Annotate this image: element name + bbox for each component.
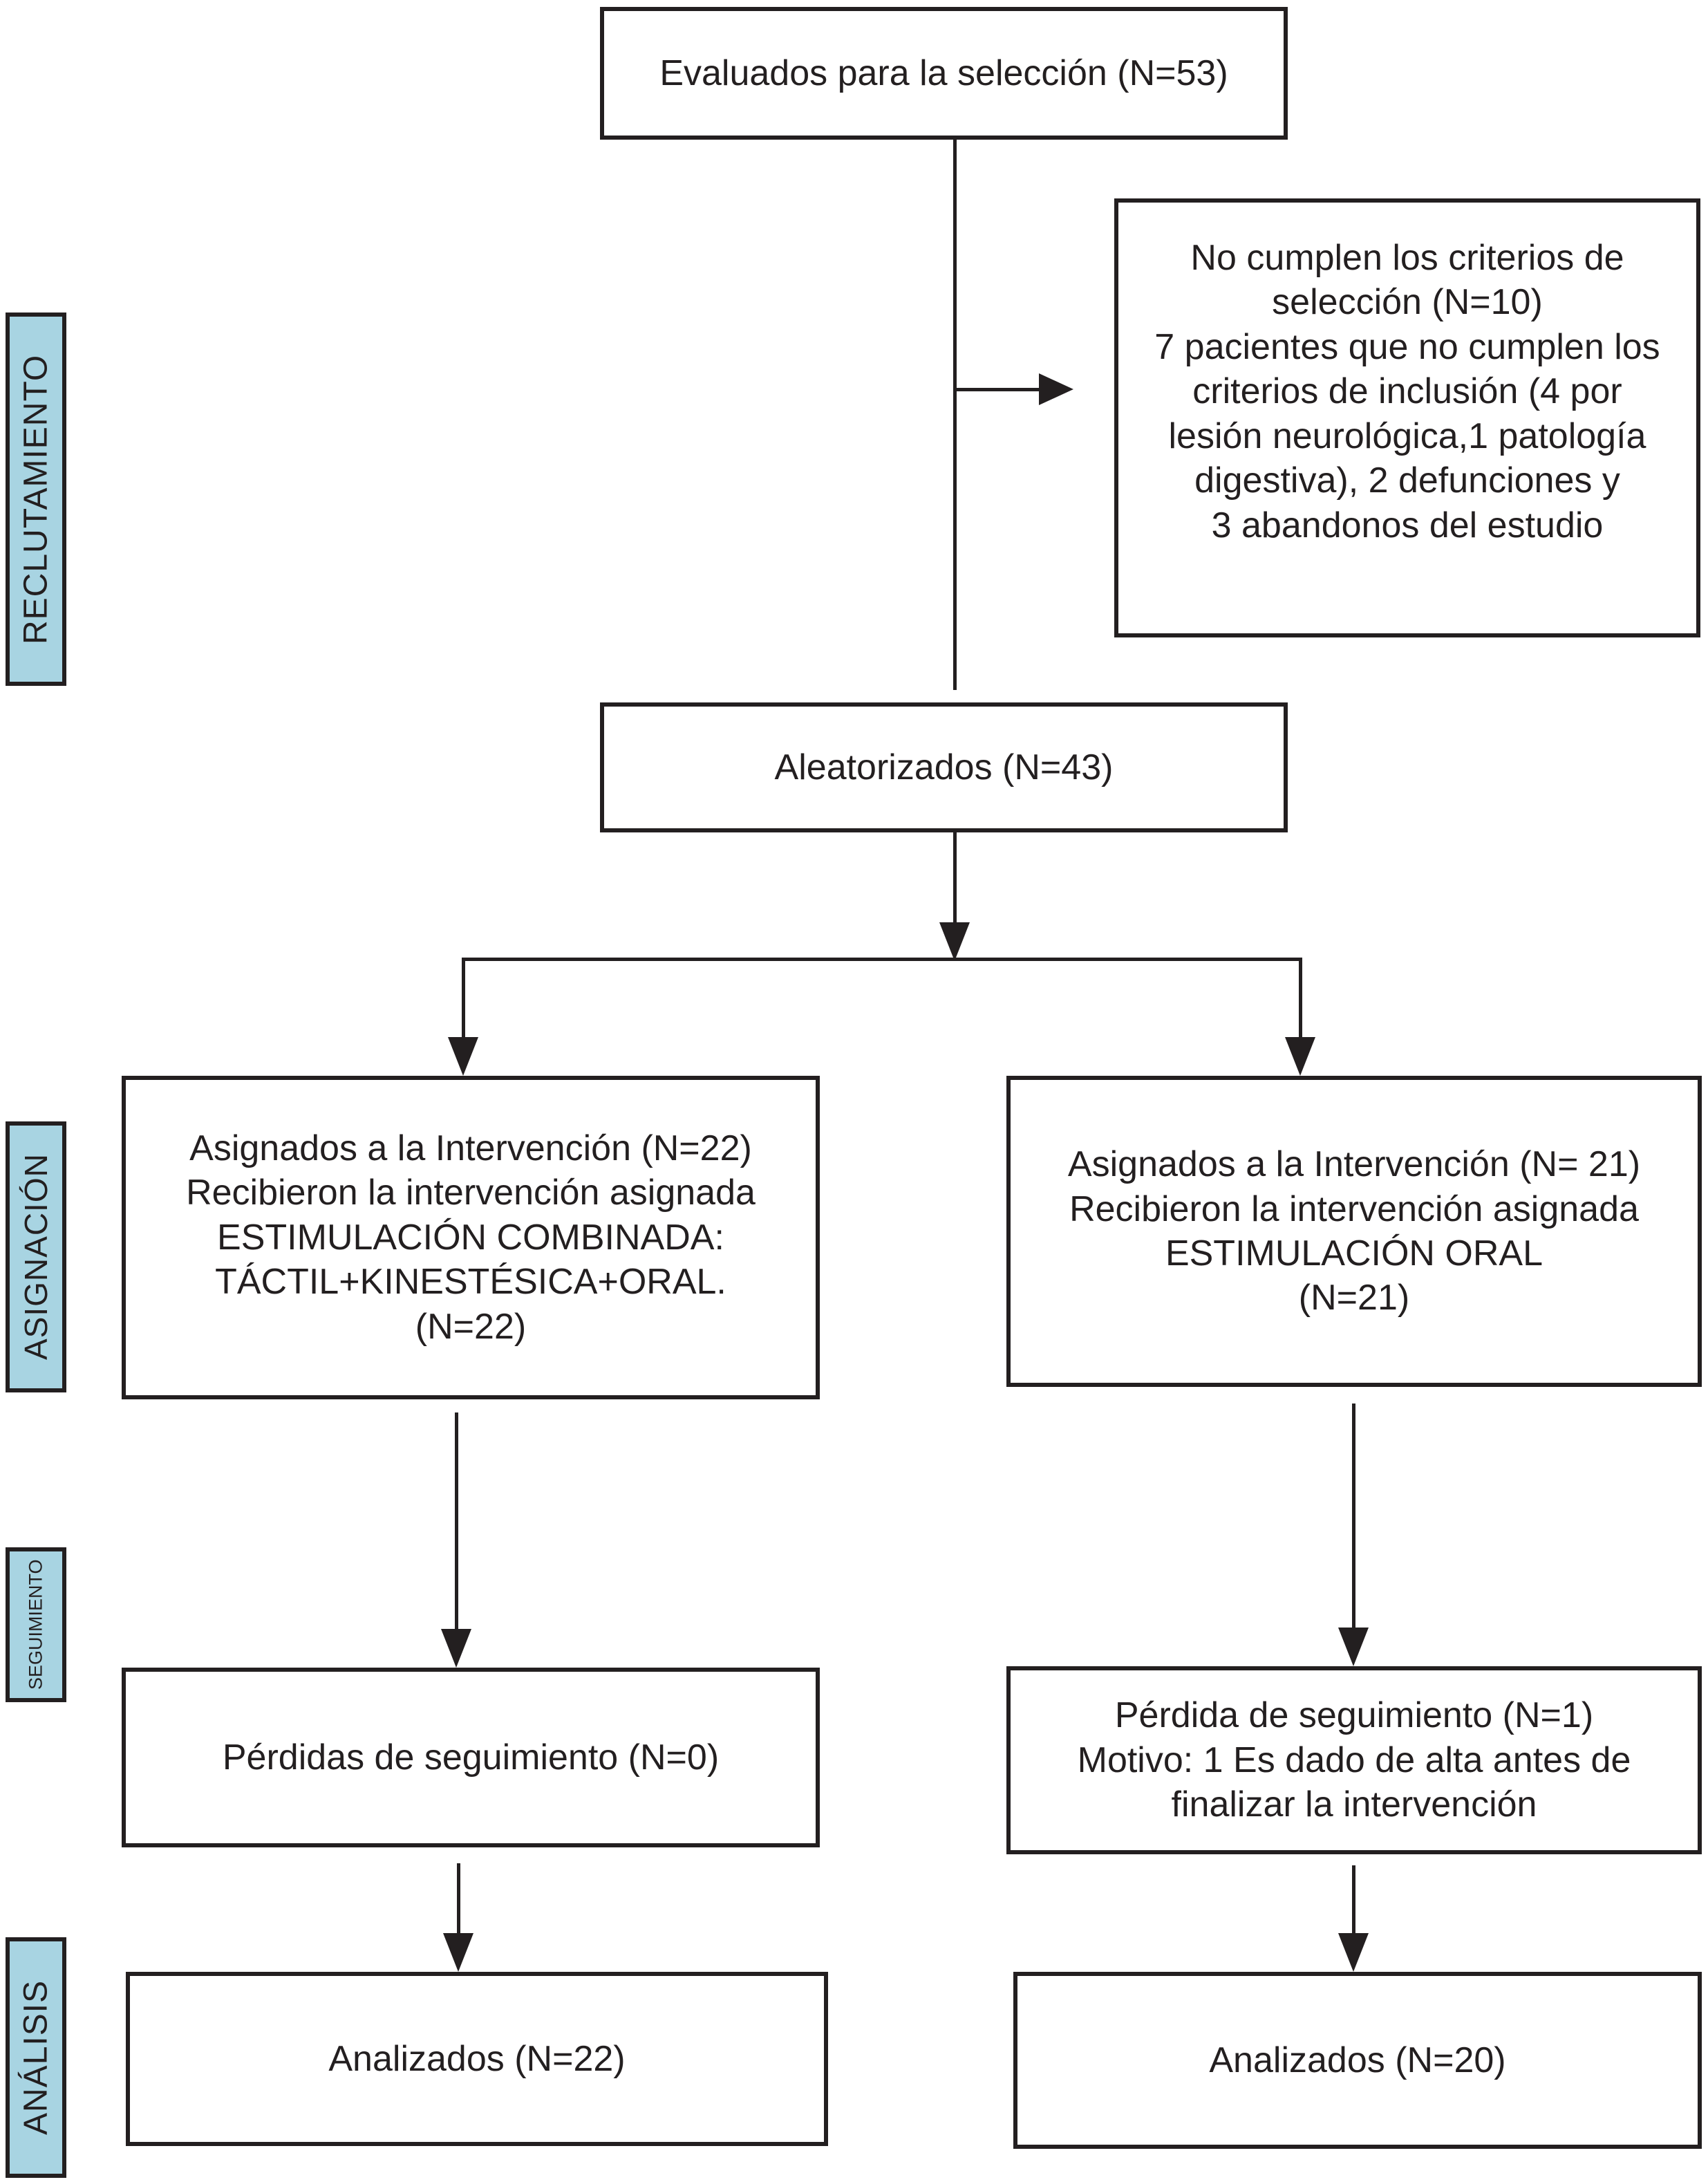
box-excluded: No cumplen los criterios de selección (N… xyxy=(1114,198,1700,637)
connector-randomized-to-branch xyxy=(953,832,957,924)
connector-oral-to-followup xyxy=(1352,1404,1355,1629)
box-analyzed-combined: Analizados (N=22) xyxy=(126,1972,828,2146)
branch-line xyxy=(462,958,1302,961)
box-assigned-oral: Asignados a la Intervención (N= 21) Reci… xyxy=(1006,1076,1702,1387)
connector-screened-to-randomized xyxy=(953,140,957,690)
stage-label-reclutamiento: RECLUTAMIENTO xyxy=(6,313,66,686)
arrowhead-assigned-combined xyxy=(448,1037,478,1076)
arrowhead-assigned-oral xyxy=(1285,1037,1315,1076)
arrowhead-followup-combined xyxy=(441,1629,471,1668)
box-screened: Evaluados para la selección (N=53) xyxy=(600,7,1288,140)
connector-to-excluded xyxy=(955,388,1040,391)
box-followup-oral: Pérdida de seguimiento (N=1) Motivo: 1 E… xyxy=(1006,1666,1702,1854)
stage-label-analisis: ANÁLISIS xyxy=(6,1937,66,2178)
connector-branch-to-oral xyxy=(1299,960,1302,1038)
box-followup-combined: Pérdidas de seguimiento (N=0) xyxy=(122,1668,820,1847)
connector-combined-to-followup xyxy=(455,1412,458,1630)
arrowhead-followup-oral xyxy=(1338,1628,1369,1666)
arrowhead-analyzed-oral xyxy=(1338,1933,1369,1972)
arrowhead-excluded xyxy=(1039,373,1073,405)
stage-label-seguimiento: SEGUIMIENTO xyxy=(6,1547,66,1702)
arrowhead-branch xyxy=(939,922,970,961)
box-randomized: Aleatorizados (N=43) xyxy=(600,702,1288,832)
arrowhead-analyzed-combined xyxy=(443,1933,473,1972)
connector-followup-to-analyzed-combined xyxy=(457,1863,460,1934)
stage-label-asignacion: ASIGNACIÓN xyxy=(6,1121,66,1392)
connector-branch-to-combined xyxy=(462,960,465,1038)
connector-followup-to-analyzed-oral xyxy=(1352,1865,1355,1934)
box-analyzed-oral: Analizados (N=20) xyxy=(1013,1972,1702,2149)
box-assigned-combined: Asignados a la Intervención (N=22) Recib… xyxy=(122,1076,820,1399)
